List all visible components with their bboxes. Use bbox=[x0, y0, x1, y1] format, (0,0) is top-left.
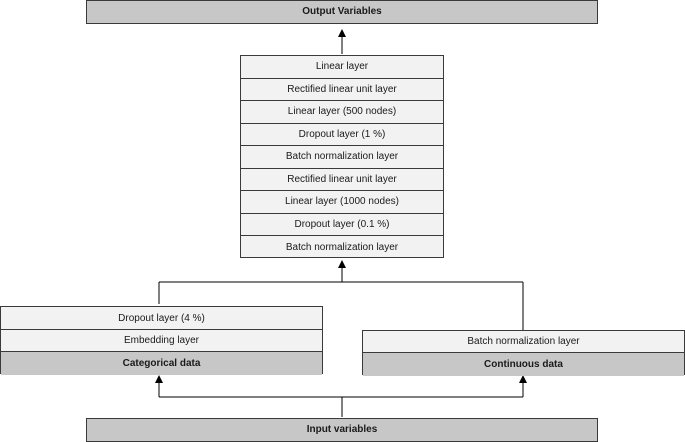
continuous-layer-batchnorm: Batch normalization layer bbox=[363, 331, 684, 353]
main-layer-5: Batch normalization layer bbox=[241, 146, 443, 169]
output-variables-box: Output Variables bbox=[86, 0, 598, 24]
categorical-layer-embedding: Embedding layer bbox=[1, 330, 322, 352]
categorical-layer-dropout: Dropout layer (4 %) bbox=[1, 307, 322, 330]
input-variables-box: Input variables bbox=[86, 418, 598, 442]
categorical-branch: Dropout layer (4 %) Embedding layer Cate… bbox=[0, 306, 323, 375]
main-layer-2: Rectified linear unit layer bbox=[241, 79, 443, 101]
output-variables-label: Output Variables bbox=[302, 6, 382, 17]
main-layer-stack: Linear layer Rectified linear unit layer… bbox=[240, 55, 444, 258]
main-layer-8: Dropout layer (0.1 %) bbox=[241, 214, 443, 236]
main-layer-4: Dropout layer (1 %) bbox=[241, 124, 443, 146]
input-variables-label: Input variables bbox=[306, 424, 378, 435]
categorical-data-label: Categorical data bbox=[1, 352, 322, 375]
main-layer-3: Linear layer (500 nodes) bbox=[241, 101, 443, 124]
main-layer-9: Batch normalization layer bbox=[285, 241, 399, 253]
continuous-branch: Batch normalization layer Continuous dat… bbox=[362, 330, 685, 376]
continuous-data-label: Continuous data bbox=[363, 353, 684, 376]
main-layer-6: Rectified linear unit layer bbox=[241, 169, 443, 191]
main-layer-7: Linear layer (1000 nodes) bbox=[241, 191, 443, 214]
main-layer-1: Linear layer bbox=[241, 56, 443, 79]
